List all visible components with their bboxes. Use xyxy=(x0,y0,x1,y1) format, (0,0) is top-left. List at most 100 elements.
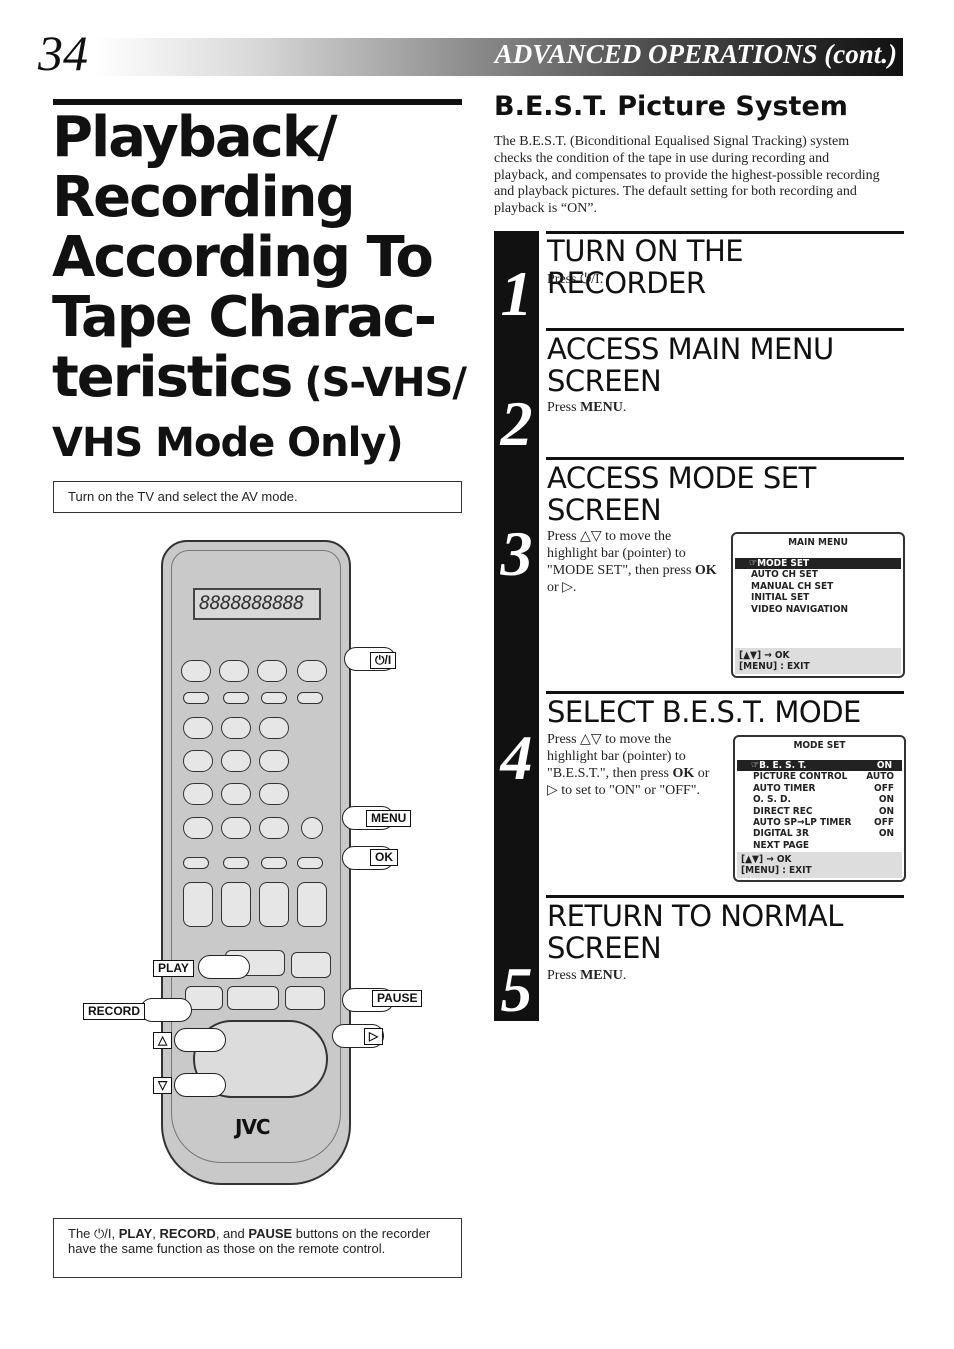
note-top: Turn on the TV and select the AV mode. xyxy=(53,481,462,513)
remote-button xyxy=(183,692,209,704)
remote-number-button xyxy=(221,717,251,739)
note-key: PAUSE xyxy=(248,1226,293,1241)
osd-row-label: AUTO SP→LP TIMER xyxy=(753,816,852,828)
osd-footer-line: [▲▼] → OK xyxy=(739,650,790,661)
page-number: 34 xyxy=(38,25,88,81)
osd-row-value: ON xyxy=(878,794,894,806)
step-heading: RETURN TO NORMAL SCREEN xyxy=(547,899,843,965)
callout-up: △ xyxy=(153,1032,173,1049)
remote-ok-button xyxy=(297,857,323,869)
step-bar xyxy=(494,231,539,1021)
osd-footer: [▲▼] → OK [MENU] : EXIT xyxy=(737,852,902,878)
note-key: PLAY xyxy=(118,1226,153,1241)
remote-button xyxy=(219,660,249,682)
note-bottom: The ⏻/I, PLAY, RECORD, and PAUSE buttons… xyxy=(53,1218,462,1278)
remote-number-button xyxy=(183,783,213,805)
osd-footer-line: [▲▼] → OK xyxy=(741,854,792,865)
remote-rocker xyxy=(183,882,213,927)
step-rule xyxy=(546,231,904,234)
osd-row-label: DIRECT REC xyxy=(753,805,813,817)
osd-row-selected: ☞B. E. S. T.ON xyxy=(737,760,902,772)
osd-row: VIDEO NAVIGATION xyxy=(751,603,849,615)
osd-row: MANUAL CH SET xyxy=(751,580,834,592)
step-number: 1 xyxy=(500,258,533,329)
step-text: Press △▽ to move the highlight bar (poin… xyxy=(547,529,695,578)
note-text: , xyxy=(111,1226,119,1241)
step-text: or ▷. xyxy=(547,580,577,595)
step-heading: ACCESS MAIN MENU SCREEN xyxy=(547,332,834,398)
pointing-finger xyxy=(174,1028,226,1052)
osd-row-value: ON xyxy=(878,805,894,817)
remote-number-button xyxy=(259,783,289,805)
osd-row-label: B. E. S. T. xyxy=(759,760,807,771)
step-instruction: Press MENU. xyxy=(547,399,626,416)
main-menu-screen: MAIN MENU ☞MODE SET AUTO CH SET MANUAL C… xyxy=(731,532,905,678)
note-text: , and xyxy=(215,1226,249,1241)
pointing-finger xyxy=(342,846,394,870)
callout-down: ▽ xyxy=(153,1077,173,1094)
step-rule xyxy=(546,691,904,694)
remote-number-button xyxy=(221,817,251,839)
remote-number-button xyxy=(259,750,289,772)
header-bar: ADVANCED OPERATIONS (cont.) xyxy=(95,38,903,76)
note-text: buttons on the recorder have the same fu… xyxy=(68,1226,431,1256)
osd-row-label: DIGITAL 3R xyxy=(753,828,809,840)
remote-button xyxy=(297,692,323,704)
remote-illustration: 8888888888 xyxy=(80,530,430,1190)
osd-row-value: AUTO xyxy=(866,771,894,783)
remote-rocker xyxy=(221,882,251,927)
step-instruction: Press △▽ to move the highlight bar (poin… xyxy=(547,731,717,799)
step-rule xyxy=(546,895,904,898)
step-key: OK xyxy=(672,766,695,781)
callout-right: ▷ xyxy=(364,1028,384,1045)
remote-number-button xyxy=(221,750,251,772)
step-key: ⏻/I xyxy=(580,272,600,287)
remote-number-button xyxy=(183,750,213,772)
remote-rocker xyxy=(259,882,289,927)
remote-button xyxy=(181,660,211,682)
osd-row: NEXT PAGE xyxy=(735,840,904,851)
step-text: Press xyxy=(547,272,581,287)
step-instruction: Press △▽ to move the highlight bar (poin… xyxy=(547,528,717,596)
remote-ff-button xyxy=(291,952,331,978)
osd-row-value: OFF xyxy=(874,816,894,828)
remote-button xyxy=(261,857,287,869)
step-text: Press △▽ to move the highlight bar (poin… xyxy=(547,732,686,781)
remote-button xyxy=(259,817,289,839)
pointing-finger xyxy=(140,998,192,1022)
osd-row: AUTO CH SET xyxy=(751,569,818,581)
step-number: 3 xyxy=(500,518,533,589)
note-text: The xyxy=(68,1226,95,1241)
remote-stop-button xyxy=(227,986,279,1010)
step-rule xyxy=(546,328,904,331)
osd-row-label: O. S. D. xyxy=(753,794,791,806)
osd-row: O. S. D. ON xyxy=(735,794,904,805)
step-instruction: Press ⏻/I. xyxy=(547,271,603,288)
osd-row: INITIAL SET xyxy=(751,592,810,604)
step-rule xyxy=(546,457,904,460)
title-line: teristics xyxy=(52,345,293,410)
step-text: . xyxy=(599,272,604,287)
remote-pause-button xyxy=(285,986,325,1010)
step-number: 5 xyxy=(500,954,533,1025)
remote-button xyxy=(183,857,209,869)
osd-footer-line: [MENU] : EXIT xyxy=(739,661,810,672)
remote-display: 8888888888 xyxy=(193,588,321,620)
osd-title: MAIN MENU xyxy=(788,537,848,548)
remote-menu-button xyxy=(301,817,323,839)
osd-row-label: NEXT PAGE xyxy=(753,839,810,851)
title-subtitle: VHS Mode Only) xyxy=(52,420,404,466)
step-key: MENU xyxy=(580,968,623,983)
section-title: B.E.S.T. Picture System xyxy=(494,91,848,122)
callout-pause: PAUSE xyxy=(372,990,423,1007)
remote-brand: JVC xyxy=(235,1115,271,1139)
note-key: ⏻/I xyxy=(94,1226,112,1241)
step-instruction: Press MENU. xyxy=(547,967,626,984)
title-line: Tape Charac- xyxy=(52,285,437,350)
step-text: or ▷ to set to "ON" or "OFF". xyxy=(547,766,710,798)
remote-button xyxy=(223,857,249,869)
callout-record: RECORD xyxy=(83,1003,146,1020)
osd-row-label: MODE SET xyxy=(757,558,810,569)
step-heading: TURN ON THE RECORDER xyxy=(547,234,744,300)
